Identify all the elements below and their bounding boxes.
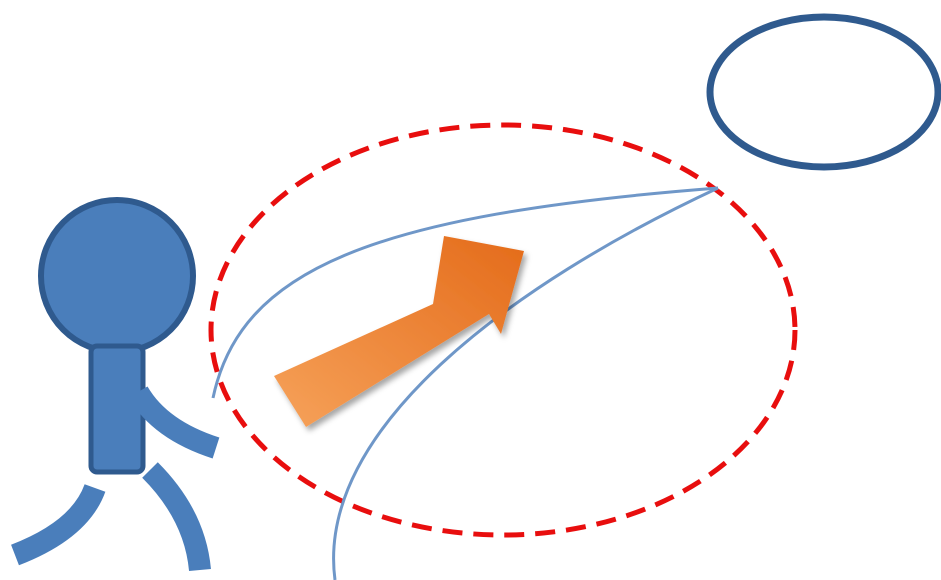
person-leg-right [150, 470, 200, 570]
person-icon [15, 200, 216, 570]
direction-arrow-icon [274, 236, 524, 427]
zone-ellipse [211, 125, 795, 535]
person-leg-left [15, 488, 95, 555]
target-ellipse [710, 17, 938, 167]
person-arm [138, 392, 216, 448]
person-head [41, 200, 193, 352]
person-body [91, 346, 143, 472]
